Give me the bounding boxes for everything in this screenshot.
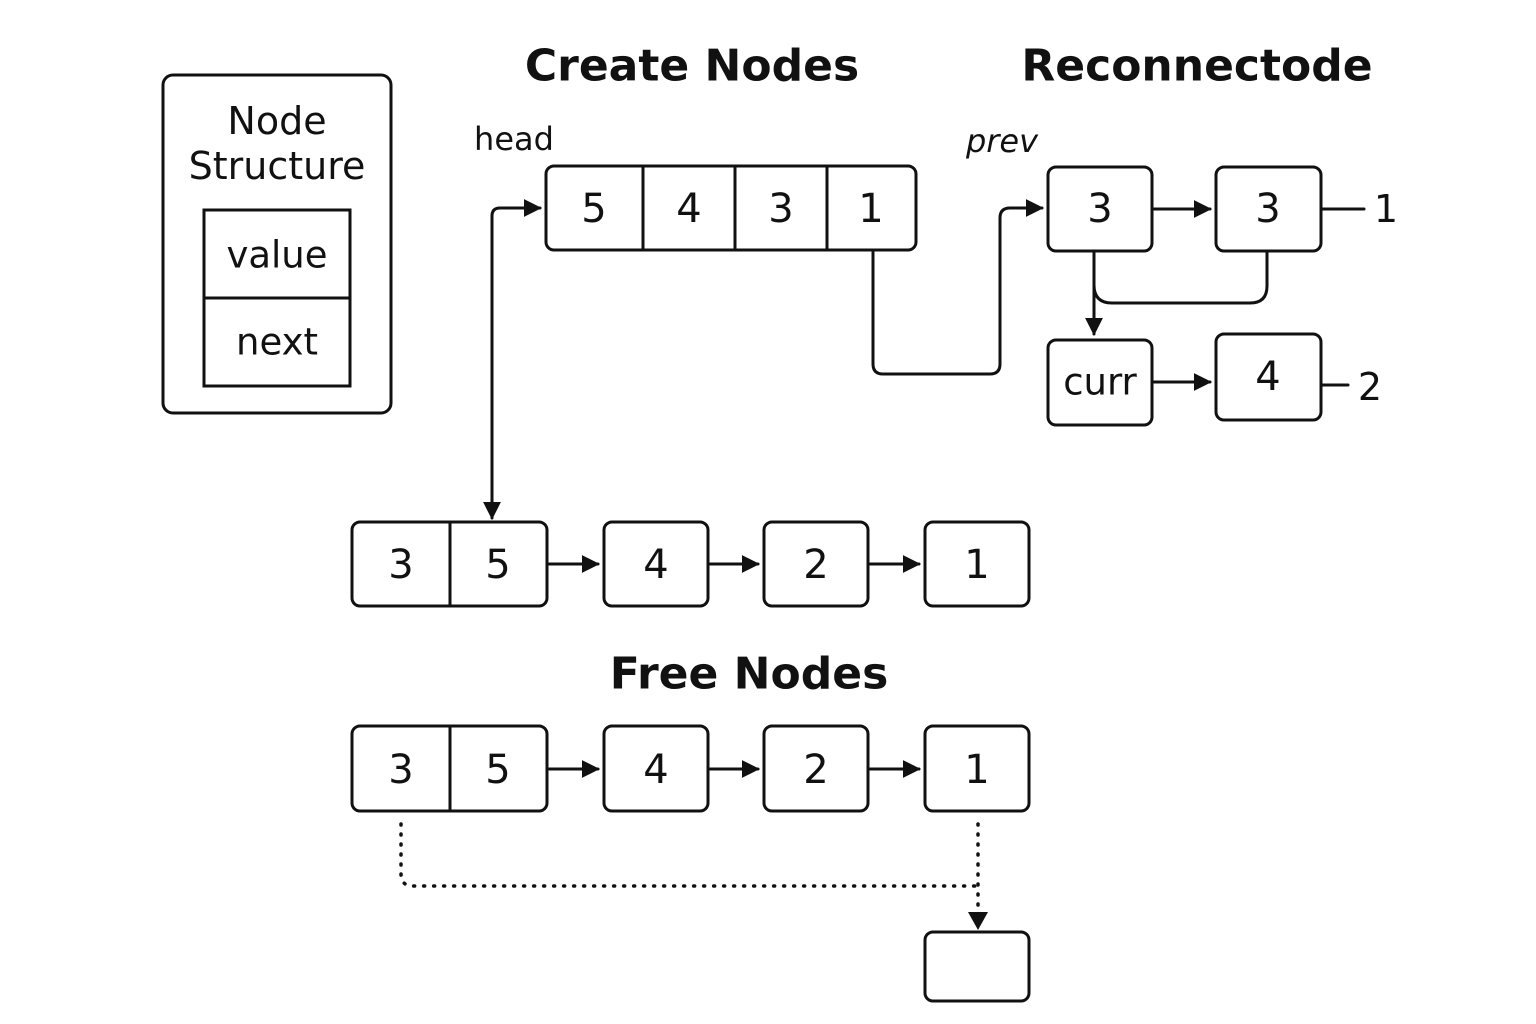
list-node-value: 2 — [803, 542, 828, 588]
next-node-value: 3 — [1255, 186, 1280, 232]
list-node-value: 4 — [643, 542, 668, 588]
array-to-prev-arrow — [871, 199, 1044, 376]
side-label-1: 1 — [1374, 187, 1398, 231]
list-node-value: 1 — [964, 542, 989, 588]
array-cell: 4 — [676, 186, 701, 232]
curr-next-node — [1214, 332, 1323, 422]
legend-title-line1: Node — [227, 99, 326, 143]
legend-field-value: value — [226, 234, 327, 277]
free-pair-value: 3 — [388, 747, 413, 793]
prev-node-value: 3 — [1087, 186, 1112, 232]
free-list-node-value: 1 — [964, 747, 989, 793]
legend-title-line2: Structure — [189, 144, 366, 188]
prev-node — [1046, 165, 1154, 253]
list-node — [762, 520, 870, 608]
node-structure-legend: Node Structure value next — [161, 73, 393, 415]
free-list-node-value: 2 — [803, 747, 828, 793]
head-label: head — [474, 120, 554, 158]
array-cell: 3 — [768, 186, 793, 232]
free-list-node — [923, 724, 1031, 813]
curr-node — [1046, 338, 1154, 427]
title-create-nodes: Create Nodes — [525, 41, 859, 92]
free-pair-value: 5 — [485, 747, 510, 793]
curr-next-node-value: 4 — [1255, 354, 1280, 400]
title-reconnect: Reconnectode — [1021, 41, 1372, 92]
pair-value: 3 — [388, 542, 413, 588]
list-node — [923, 520, 1031, 608]
side-label-2: 2 — [1358, 365, 1382, 409]
loop-back-line — [1092, 251, 1269, 305]
legend-field-next: next — [236, 321, 318, 364]
curr-label: curr — [1063, 361, 1137, 404]
prev-label: prev — [965, 122, 1039, 160]
head-pointer-arrow — [483, 199, 542, 520]
free-list-node — [762, 724, 870, 813]
free-list-node-value: 4 — [643, 747, 668, 793]
array-cell: 5 — [581, 186, 606, 232]
freed-node-box — [923, 930, 1031, 1003]
list-node — [602, 520, 710, 608]
title-free-nodes: Free Nodes — [610, 649, 889, 700]
create-nodes-array: 5 4 3 1 — [544, 164, 918, 252]
array-frame — [544, 164, 918, 252]
array-cell: 1 — [858, 186, 883, 232]
pair-value: 5 — [485, 542, 510, 588]
middle-linked-list: 3 5 4 2 1 — [350, 520, 1031, 608]
free-linked-list: 3 5 4 2 1 — [350, 724, 1031, 813]
free-dotted-line — [399, 822, 980, 888]
free-dotted-arrowhead — [968, 912, 988, 930]
free-list-node — [602, 724, 710, 813]
